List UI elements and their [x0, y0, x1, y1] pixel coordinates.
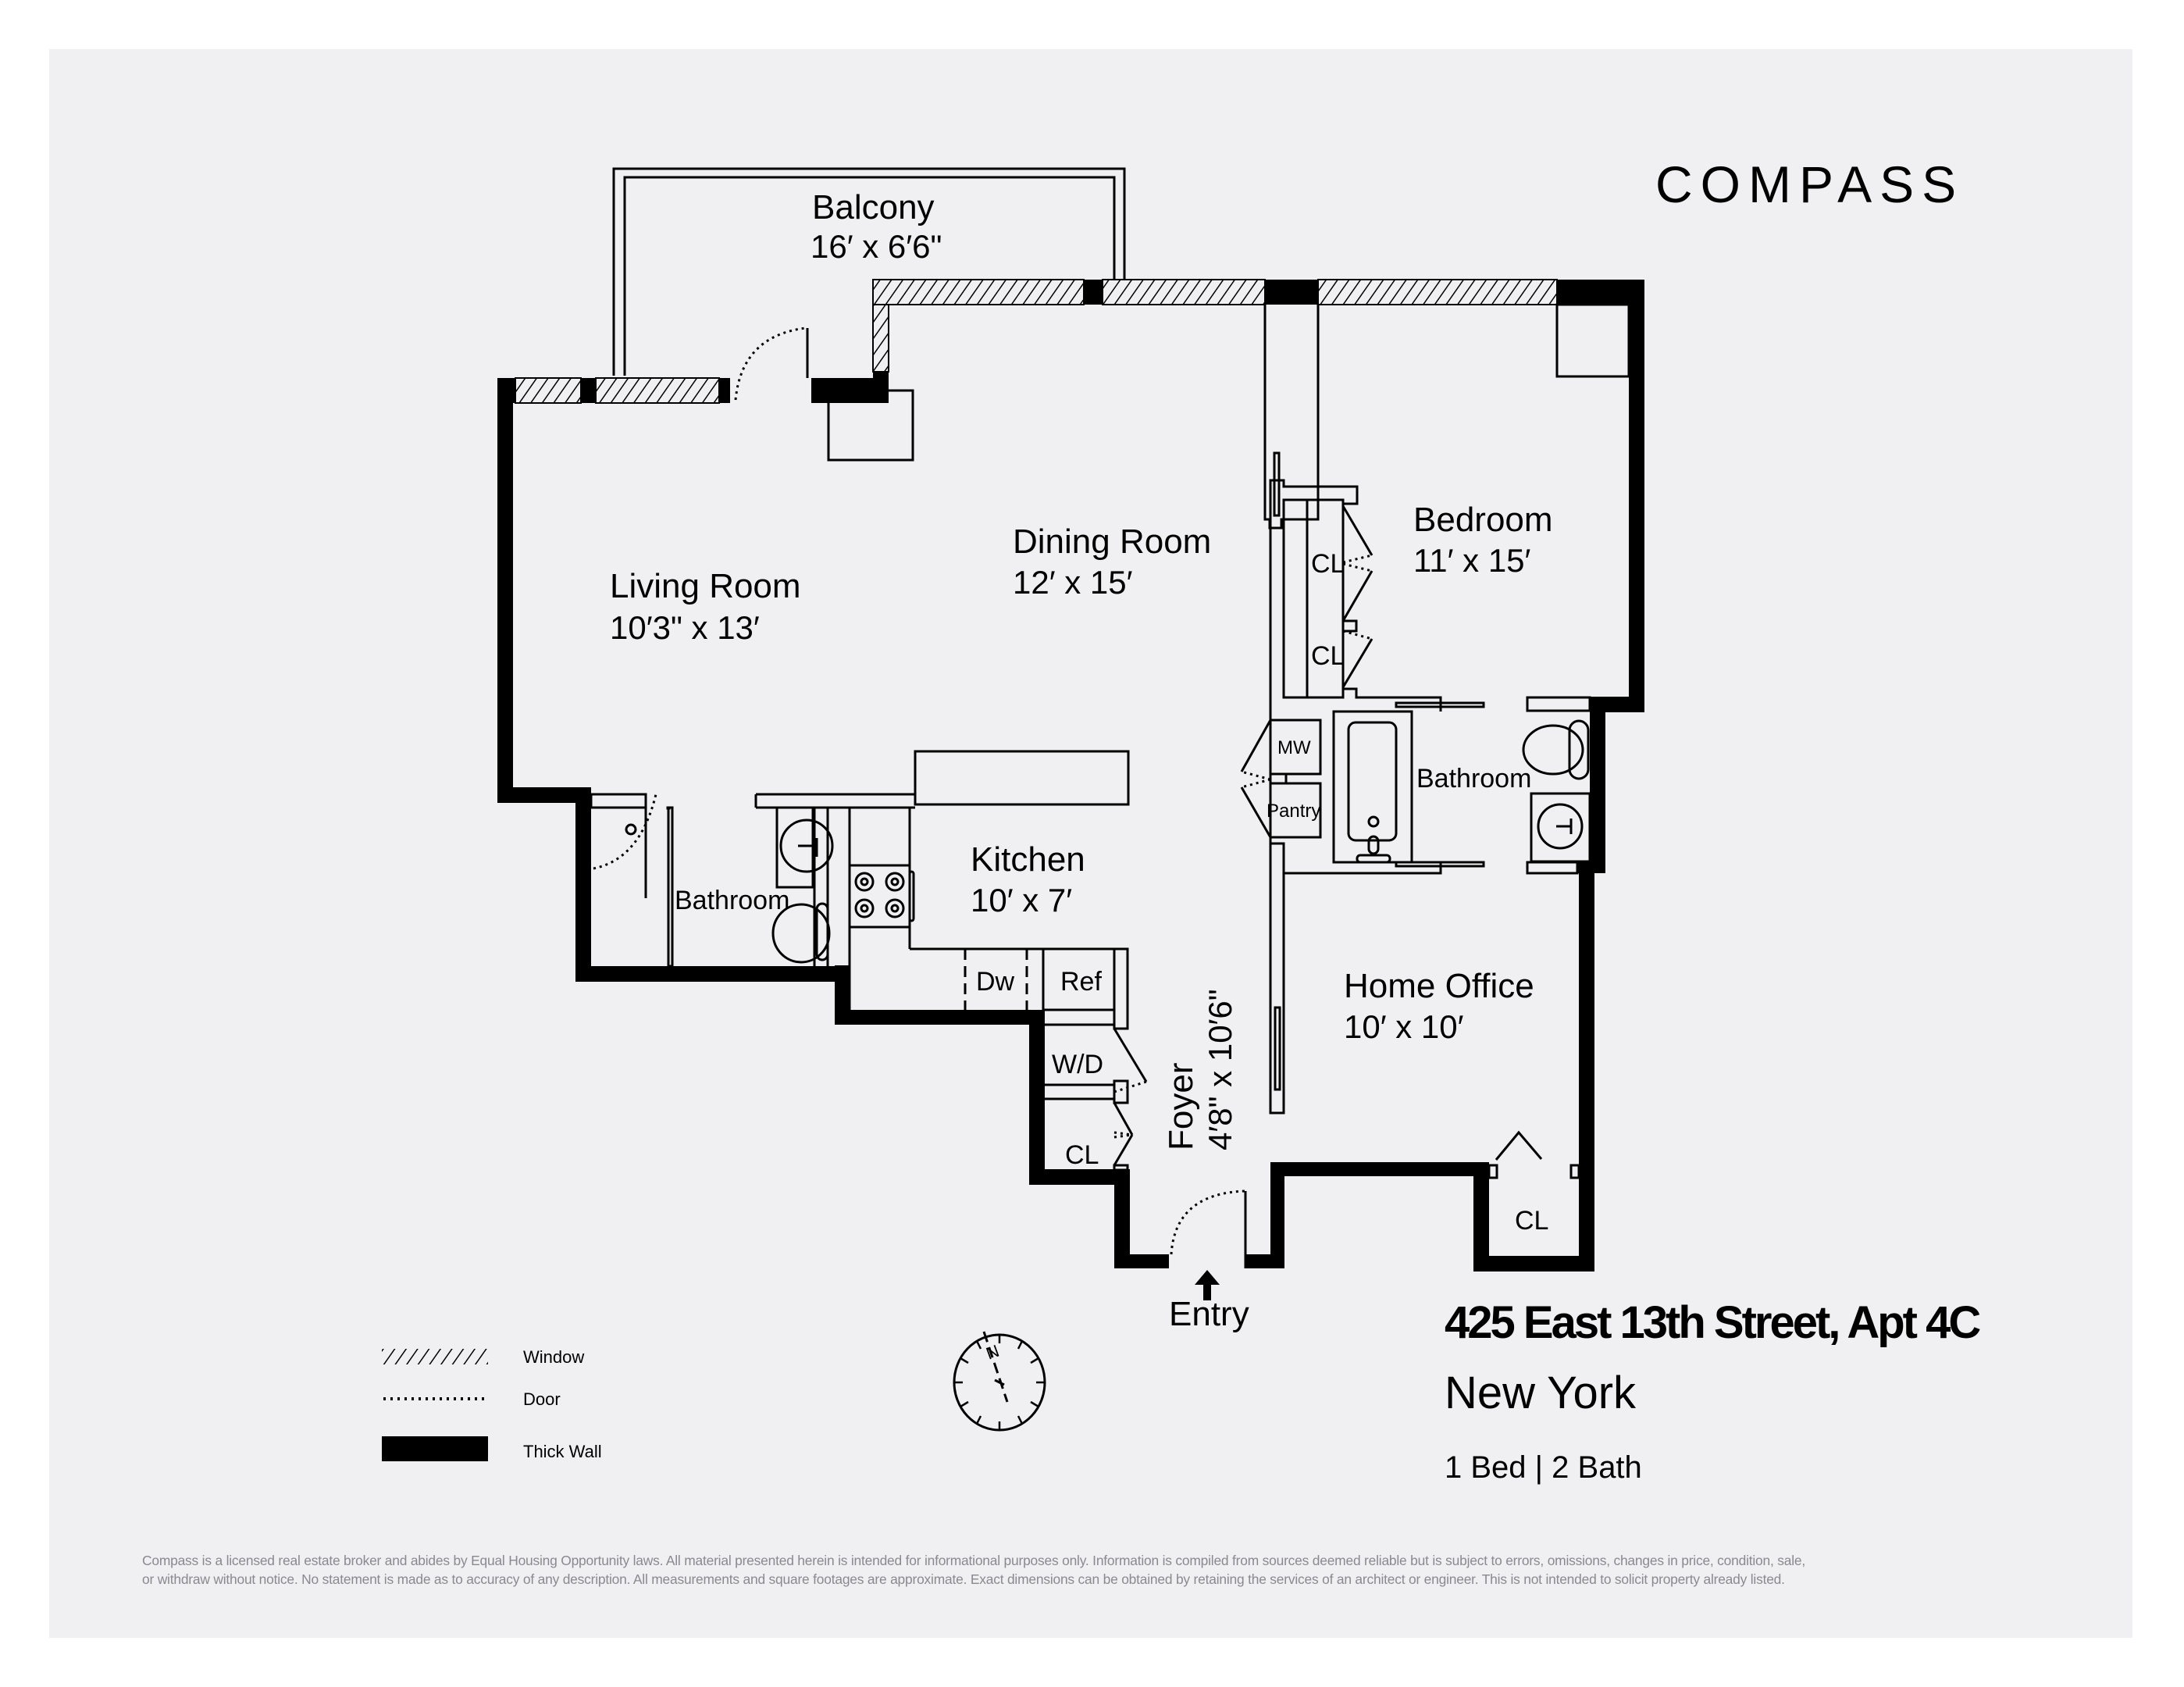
- living-room-label: Living Room: [610, 567, 801, 605]
- north-label: N: [983, 1341, 1001, 1364]
- bedroom-label: Bedroom: [1413, 501, 1553, 539]
- legend-door-label: Door: [523, 1389, 561, 1409]
- right-bathroom-label: Bathroom: [1416, 764, 1531, 794]
- windows: [515, 279, 1558, 404]
- microwave-label: MW: [1277, 737, 1311, 758]
- balcony-label: Balcony: [812, 188, 935, 226]
- living-room-dims: 10′3" x 13′: [610, 609, 760, 646]
- legend-thick-wall-label: Thick Wall: [523, 1442, 602, 1461]
- kitchen-fixtures: [848, 808, 1129, 1030]
- left-bathroom-label: Bathroom: [675, 886, 789, 915]
- entry-label: Entry: [1169, 1295, 1249, 1333]
- bedroom-closet-1-label: CL: [1311, 549, 1345, 579]
- kitchen-dims: 10′ x 7′: [971, 882, 1072, 918]
- disclaimer-line-1: Compass is a licensed real estate broker…: [142, 1553, 1805, 1568]
- legal-disclaimer: Compass is a licensed real estate broker…: [142, 1551, 2047, 1589]
- bedroom-dims: 11′ x 15′: [1413, 542, 1531, 579]
- balcony-railing: [612, 167, 1126, 376]
- thick-walls: [497, 280, 1644, 1271]
- listing-address: 425 East 13th Street, Apt 4C: [1445, 1297, 1981, 1348]
- office-closet-label: CL: [1515, 1206, 1548, 1236]
- window-swatch-icon: [382, 1349, 488, 1364]
- dining-room-dims: 12′ x 15′: [1013, 564, 1133, 601]
- legend-window-label: Window: [523, 1347, 585, 1367]
- disclaimer-line-2: or withdraw without notice. No statement…: [142, 1571, 1785, 1587]
- compass-logo-text: COMPASS: [1655, 155, 1965, 213]
- dining-room-label: Dining Room: [1013, 523, 1211, 561]
- bedroom-closet-2-label: CL: [1311, 641, 1345, 671]
- arrow-up-icon: [1195, 1270, 1220, 1300]
- floorplan-sheet: [49, 49, 2132, 1638]
- listing-city: New York: [1445, 1368, 1637, 1418]
- foyer-dims: 4′8" x 10′6": [1202, 989, 1238, 1150]
- door-swings: [593, 326, 1373, 1255]
- foyer-label: Foyer: [1162, 1063, 1200, 1150]
- foyer-closet-label: CL: [1065, 1140, 1099, 1170]
- home-office-label: Home Office: [1344, 967, 1534, 1005]
- washer-dryer-label: W/D: [1052, 1050, 1103, 1079]
- balcony-dims: 16′ x 6′6": [811, 228, 942, 265]
- legend: [382, 1349, 488, 1461]
- home-office-dims: 10′ x 10′: [1344, 1008, 1464, 1045]
- refrigerator-label: Ref: [1060, 967, 1102, 997]
- fixture-labels: CL CL MW Pantry Dw Ref W/D CL CL: [976, 549, 1548, 1236]
- foyer-fixtures: [1045, 842, 1285, 1268]
- dishwasher-label: Dw: [976, 967, 1015, 997]
- compass-rose-icon: N: [953, 1331, 1046, 1432]
- kitchen-label: Kitchen: [971, 840, 1085, 879]
- thick-wall-swatch-icon: [382, 1436, 488, 1461]
- room-labels: Balcony 16′ x 6′6" Living Room 10′3" x 1…: [610, 188, 1553, 1150]
- listing-bed-bath: 1 Bed | 2 Bath: [1445, 1450, 1642, 1485]
- compass-logo: COMPASS: [1655, 155, 1964, 214]
- left-bathroom-fixtures: [771, 806, 834, 971]
- bedroom-closets: [1240, 451, 1591, 1179]
- pantry-label: Pantry: [1267, 801, 1320, 822]
